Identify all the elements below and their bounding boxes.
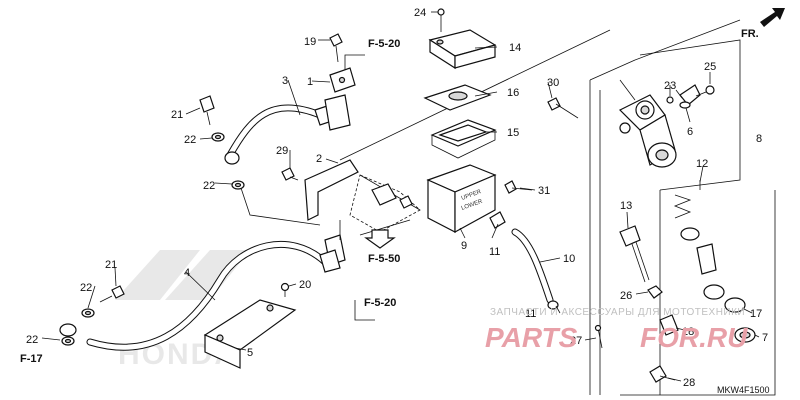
part-label-3: 3 — [282, 75, 288, 87]
part-label-11-upper: 11 — [489, 246, 500, 258]
part-label-15: 15 — [507, 127, 519, 139]
part-label-31: 31 — [538, 185, 550, 197]
reference-f-17: F-17 — [20, 353, 43, 365]
part-label-27: 27 — [570, 335, 582, 347]
part-label-12: 12 — [696, 158, 708, 170]
screw-25 — [695, 85, 715, 97]
front-label: FR. — [741, 28, 759, 40]
part-label-22-b: 22 — [203, 180, 215, 192]
part-label-20: 20 — [299, 279, 311, 291]
cross-references: F-5-20 F-5-50 F-5-20 F-17 — [20, 38, 400, 365]
watermark-caption: ЗАПЧАСТИ И АКСЕССУАРЫ ДЛЯ МОТОТЕХНИКИ — [490, 307, 745, 318]
site-watermark: ЗАПЧАСТИ И АКСЕССУАРЫ ДЛЯ МОТОТЕХНИКИ PA… — [485, 307, 748, 353]
bolt-28 — [649, 365, 676, 383]
part-label-5: 5 — [247, 347, 253, 359]
part-label-4: 4 — [184, 267, 190, 279]
master-cylinder-body — [618, 94, 677, 168]
part-label-30: 30 — [547, 77, 559, 89]
reservoir-tank: LOWER UPPER — [426, 164, 497, 234]
pin-27 — [594, 324, 603, 349]
bolt-30 — [547, 97, 579, 119]
hose-joint — [666, 84, 701, 109]
part-label-23: 23 — [664, 80, 676, 92]
part-label-21-lower: 21 — [105, 259, 117, 271]
piston-kit — [673, 194, 756, 343]
reference-f-5-20-top: F-5-20 — [368, 38, 400, 50]
part-label-24: 24 — [414, 7, 426, 19]
watermark-brand-left: PARTS — [485, 322, 578, 353]
part-label-18: 18 — [682, 326, 694, 338]
part-label-13: 13 — [620, 200, 632, 212]
hose-clamp-bracket — [324, 67, 356, 131]
part-label-19: 19 — [304, 36, 316, 48]
part-label-6: 6 — [687, 126, 693, 138]
part-label-9: 9 — [461, 240, 467, 252]
diaphragm — [430, 119, 497, 159]
leader-lines — [41, 11, 760, 382]
bolt-21-upper — [199, 95, 215, 126]
hose-guide-plate — [203, 299, 297, 369]
reference-f-5-20-bottom: F-5-20 — [364, 297, 396, 309]
part-label-14: 14 — [509, 42, 521, 54]
joint-18 — [659, 314, 679, 336]
nut-26 — [647, 285, 663, 299]
bolt-31 — [504, 180, 533, 194]
front-direction-indicator: FR. — [741, 8, 785, 40]
part-label-7: 7 — [762, 332, 768, 344]
screw-20 — [280, 282, 290, 297]
diagram-code: MKW4F1500 — [717, 385, 770, 395]
sealing-washers — [61, 132, 245, 346]
reference-pointers — [339, 54, 375, 321]
part-label-2: 2 — [316, 153, 322, 165]
reservoir-hose — [489, 211, 559, 310]
part-label-25: 25 — [704, 61, 716, 73]
reservoir-cap — [428, 29, 497, 70]
watermark-brand-right: FOR.RU — [640, 322, 748, 353]
diaphragm-plate — [423, 84, 492, 111]
clip-assembly — [349, 174, 421, 233]
part-label-11-lower: 11 — [525, 308, 536, 320]
part-number-labels: 1 2 3 4 5 6 7 8 9 10 11 11 12 13 14 15 1… — [26, 7, 768, 389]
part-label-10: 10 — [563, 253, 575, 265]
part-label-22-d: 22 — [26, 334, 38, 346]
part-label-22-c: 22 — [80, 282, 92, 294]
part-label-1: 1 — [307, 76, 313, 88]
part-label-29: 29 — [276, 145, 288, 157]
part-label-21-upper: 21 — [171, 109, 183, 121]
bolt-21-lower — [99, 285, 125, 303]
part-label-28: 28 — [683, 377, 695, 389]
part-label-8: 8 — [756, 133, 762, 145]
front-direction-arrow-icon — [760, 8, 785, 27]
part-label-22-a: 22 — [184, 134, 196, 146]
part-label-17: 17 — [750, 308, 762, 320]
part-label-26: 26 — [620, 290, 632, 302]
push-rod — [619, 225, 650, 283]
reference-f-5-50: F-5-50 — [368, 253, 400, 265]
brake-hose-lower — [59, 241, 341, 351]
bolt-29 — [281, 167, 299, 181]
down-arrow-icon — [364, 229, 396, 249]
bolt-19 — [329, 33, 343, 63]
part-label-16: 16 — [507, 87, 519, 99]
bolt-24 — [437, 8, 445, 32]
